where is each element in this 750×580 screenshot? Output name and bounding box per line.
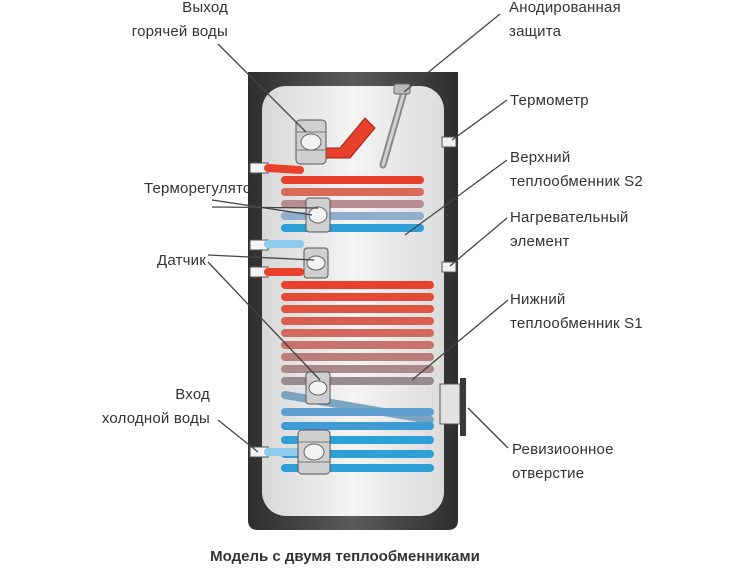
sensor-label: Датчик bbox=[157, 252, 206, 269]
heating-element-socket bbox=[441, 261, 457, 273]
cold-water-inlet-label: Вход холодной воды bbox=[101, 386, 210, 427]
upper-heat-exchanger-label: Верхний теплообменник S2 bbox=[510, 149, 643, 190]
cold-water-inlet-device bbox=[297, 429, 331, 475]
leader-lines bbox=[207, 13, 509, 453]
heating-element-label: Нагревательный элемент bbox=[510, 209, 629, 250]
thermometer-socket bbox=[441, 136, 457, 148]
inspection-hatch bbox=[439, 378, 466, 436]
hot-water-outlet-label: Выход горячей воды bbox=[131, 0, 228, 40]
inspection-hatch-label: Ревизиоонное отверстие bbox=[512, 441, 614, 482]
thermostat-label: Терморегулятор bbox=[143, 180, 260, 197]
sensor-device bbox=[303, 247, 329, 279]
diagram-caption: Модель с двумя теплообменниками bbox=[210, 548, 480, 565]
hot-water-outlet bbox=[295, 117, 376, 165]
thermometer-label: Термометр bbox=[510, 92, 589, 109]
lower-heat-exchanger-label: Нижний теплообменник S1 bbox=[510, 291, 643, 332]
anode-protection-label: Анодированная защита bbox=[509, 0, 621, 40]
lower-sensor-device bbox=[305, 371, 331, 405]
anode-rod bbox=[379, 83, 411, 169]
thermostat-device bbox=[305, 197, 331, 233]
